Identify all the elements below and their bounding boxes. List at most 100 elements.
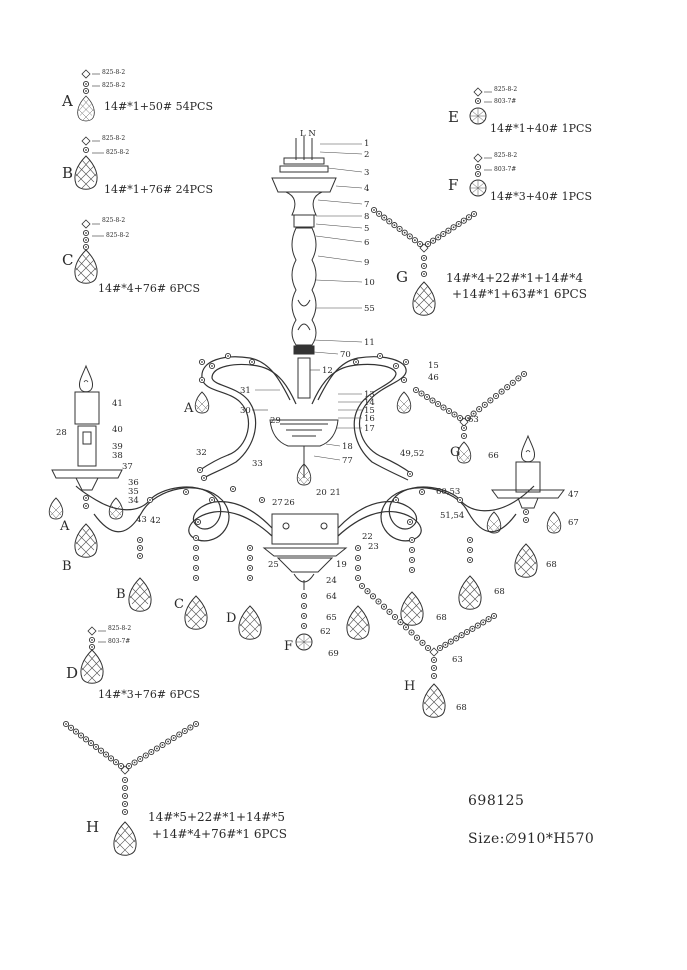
- part-40: 40: [112, 425, 123, 435]
- swag-bead: [474, 622, 481, 629]
- chain-bead: [107, 755, 115, 762]
- swag-bead: [453, 635, 460, 642]
- part-11: 11: [364, 338, 375, 348]
- pendant-d-letter: D: [66, 664, 79, 682]
- chain-bead: [470, 210, 478, 218]
- part-67: 67: [568, 518, 579, 528]
- pendant-e-desc: 14#*1+40# 1PCS: [490, 122, 592, 135]
- swag-bead: [460, 424, 468, 432]
- pendant-b-letter: B: [62, 164, 74, 182]
- part-41: 41: [112, 399, 123, 409]
- chain-bead: [381, 214, 388, 221]
- chain-bead: [170, 734, 177, 742]
- part-36: 36: [128, 478, 139, 488]
- chain-bead: [159, 741, 166, 749]
- part-38: 38: [112, 451, 123, 461]
- part-20: 20: [316, 488, 327, 498]
- chain-bead: [87, 740, 95, 747]
- part-46: 46: [428, 373, 439, 383]
- part-15: 15: [364, 406, 375, 416]
- swag-bead: [434, 400, 442, 408]
- part-14: 14: [364, 398, 375, 408]
- letter-a-left: A: [59, 519, 70, 534]
- letter-d: D: [226, 611, 236, 626]
- pendant-d-illustration: [80, 626, 106, 684]
- swag-bead: [436, 644, 444, 652]
- part-19: 19: [336, 560, 347, 570]
- chain-bead: [450, 224, 457, 231]
- part-34: 34: [128, 496, 139, 506]
- right-candle: [491, 461, 565, 509]
- pendant-a-letter: A: [62, 92, 73, 110]
- chain-bead: [112, 759, 120, 766]
- part-28: 28: [56, 428, 67, 438]
- pendant-f-illustration: [469, 153, 492, 197]
- chain-g-line2: +14#*1+63#*1 6PCS: [452, 287, 587, 301]
- chain-bead: [465, 214, 472, 221]
- part-number-labels: L N 1 2 3 4 7 8 5 6 9 10 55 11 70 12 31 …: [56, 129, 579, 713]
- swag-bead: [429, 397, 436, 404]
- part-24: 24: [326, 576, 337, 586]
- swag-bead: [504, 384, 511, 391]
- swag-bead: [481, 401, 488, 408]
- part-35: 35: [128, 487, 139, 497]
- pendant-c-sub2: 825-8-2: [106, 232, 130, 239]
- part-65: 65: [326, 613, 337, 623]
- swag-bead: [458, 632, 465, 639]
- chain-bead: [376, 210, 383, 217]
- swag-bead: [391, 613, 399, 621]
- letter-c: C: [174, 597, 184, 612]
- chain-bead: [401, 229, 408, 236]
- swag-bead: [380, 603, 388, 610]
- swag-bead: [463, 628, 471, 636]
- swag-bead: [498, 388, 505, 395]
- swag-bead: [424, 644, 432, 652]
- chain-bead: [455, 220, 462, 228]
- chain-g-line1: 14#*4+22#*1+14#*4: [446, 271, 583, 285]
- size-spec: Size:∅910*H570: [468, 831, 595, 847]
- swag-bead: [375, 598, 382, 605]
- letter-f: F: [284, 639, 293, 654]
- chain-h-beads: [62, 720, 200, 770]
- pendant-d-desc: 14#*3+76# 6PCS: [98, 688, 200, 701]
- part-51-54: 51,54: [440, 511, 464, 521]
- stem-assembly: [269, 136, 339, 478]
- swag-bead: [208, 362, 216, 370]
- chain-bead: [370, 206, 378, 214]
- part-4: 4: [364, 184, 369, 194]
- part-42: 42: [150, 516, 161, 526]
- pendant-a-illustration: [77, 69, 100, 122]
- pendant-e-sub1: 825-8-2: [494, 86, 518, 93]
- part-22: 22: [362, 532, 373, 542]
- chain-bead: [386, 218, 393, 225]
- part-16: 16: [364, 414, 375, 424]
- swag-bead: [469, 625, 476, 632]
- part-68d: 68: [456, 703, 467, 713]
- part-6: 6: [364, 238, 369, 248]
- part-18: 18: [342, 442, 353, 452]
- swag-bead: [408, 629, 415, 636]
- swag-bead: [419, 639, 426, 646]
- pendant-b-illustration: [74, 136, 104, 190]
- leader-lines: [252, 143, 363, 461]
- part-10: 10: [364, 278, 375, 288]
- chain-bead: [460, 217, 467, 224]
- swag-bead: [413, 634, 421, 641]
- letter-a-upper: A: [183, 401, 194, 416]
- pendant-b-sub2: 825-8-2: [106, 149, 130, 156]
- pendant-c-illustration: [74, 219, 104, 284]
- swag-bead: [386, 608, 393, 615]
- chain-bead: [131, 759, 138, 766]
- swag-bead: [476, 406, 483, 413]
- chain-bead: [440, 230, 447, 238]
- pendant-c-sub1: 825-8-2: [102, 217, 126, 224]
- pendant-f-sub2: 803-7#: [494, 166, 517, 173]
- letter-h: H: [404, 679, 415, 694]
- part-21: 21: [330, 488, 341, 498]
- chain-bead: [97, 747, 105, 754]
- swag-bead: [509, 379, 516, 386]
- part-69: 69: [328, 649, 339, 659]
- swag-bead: [487, 397, 494, 404]
- part-8: 8: [364, 212, 369, 222]
- swag-bead: [492, 392, 500, 400]
